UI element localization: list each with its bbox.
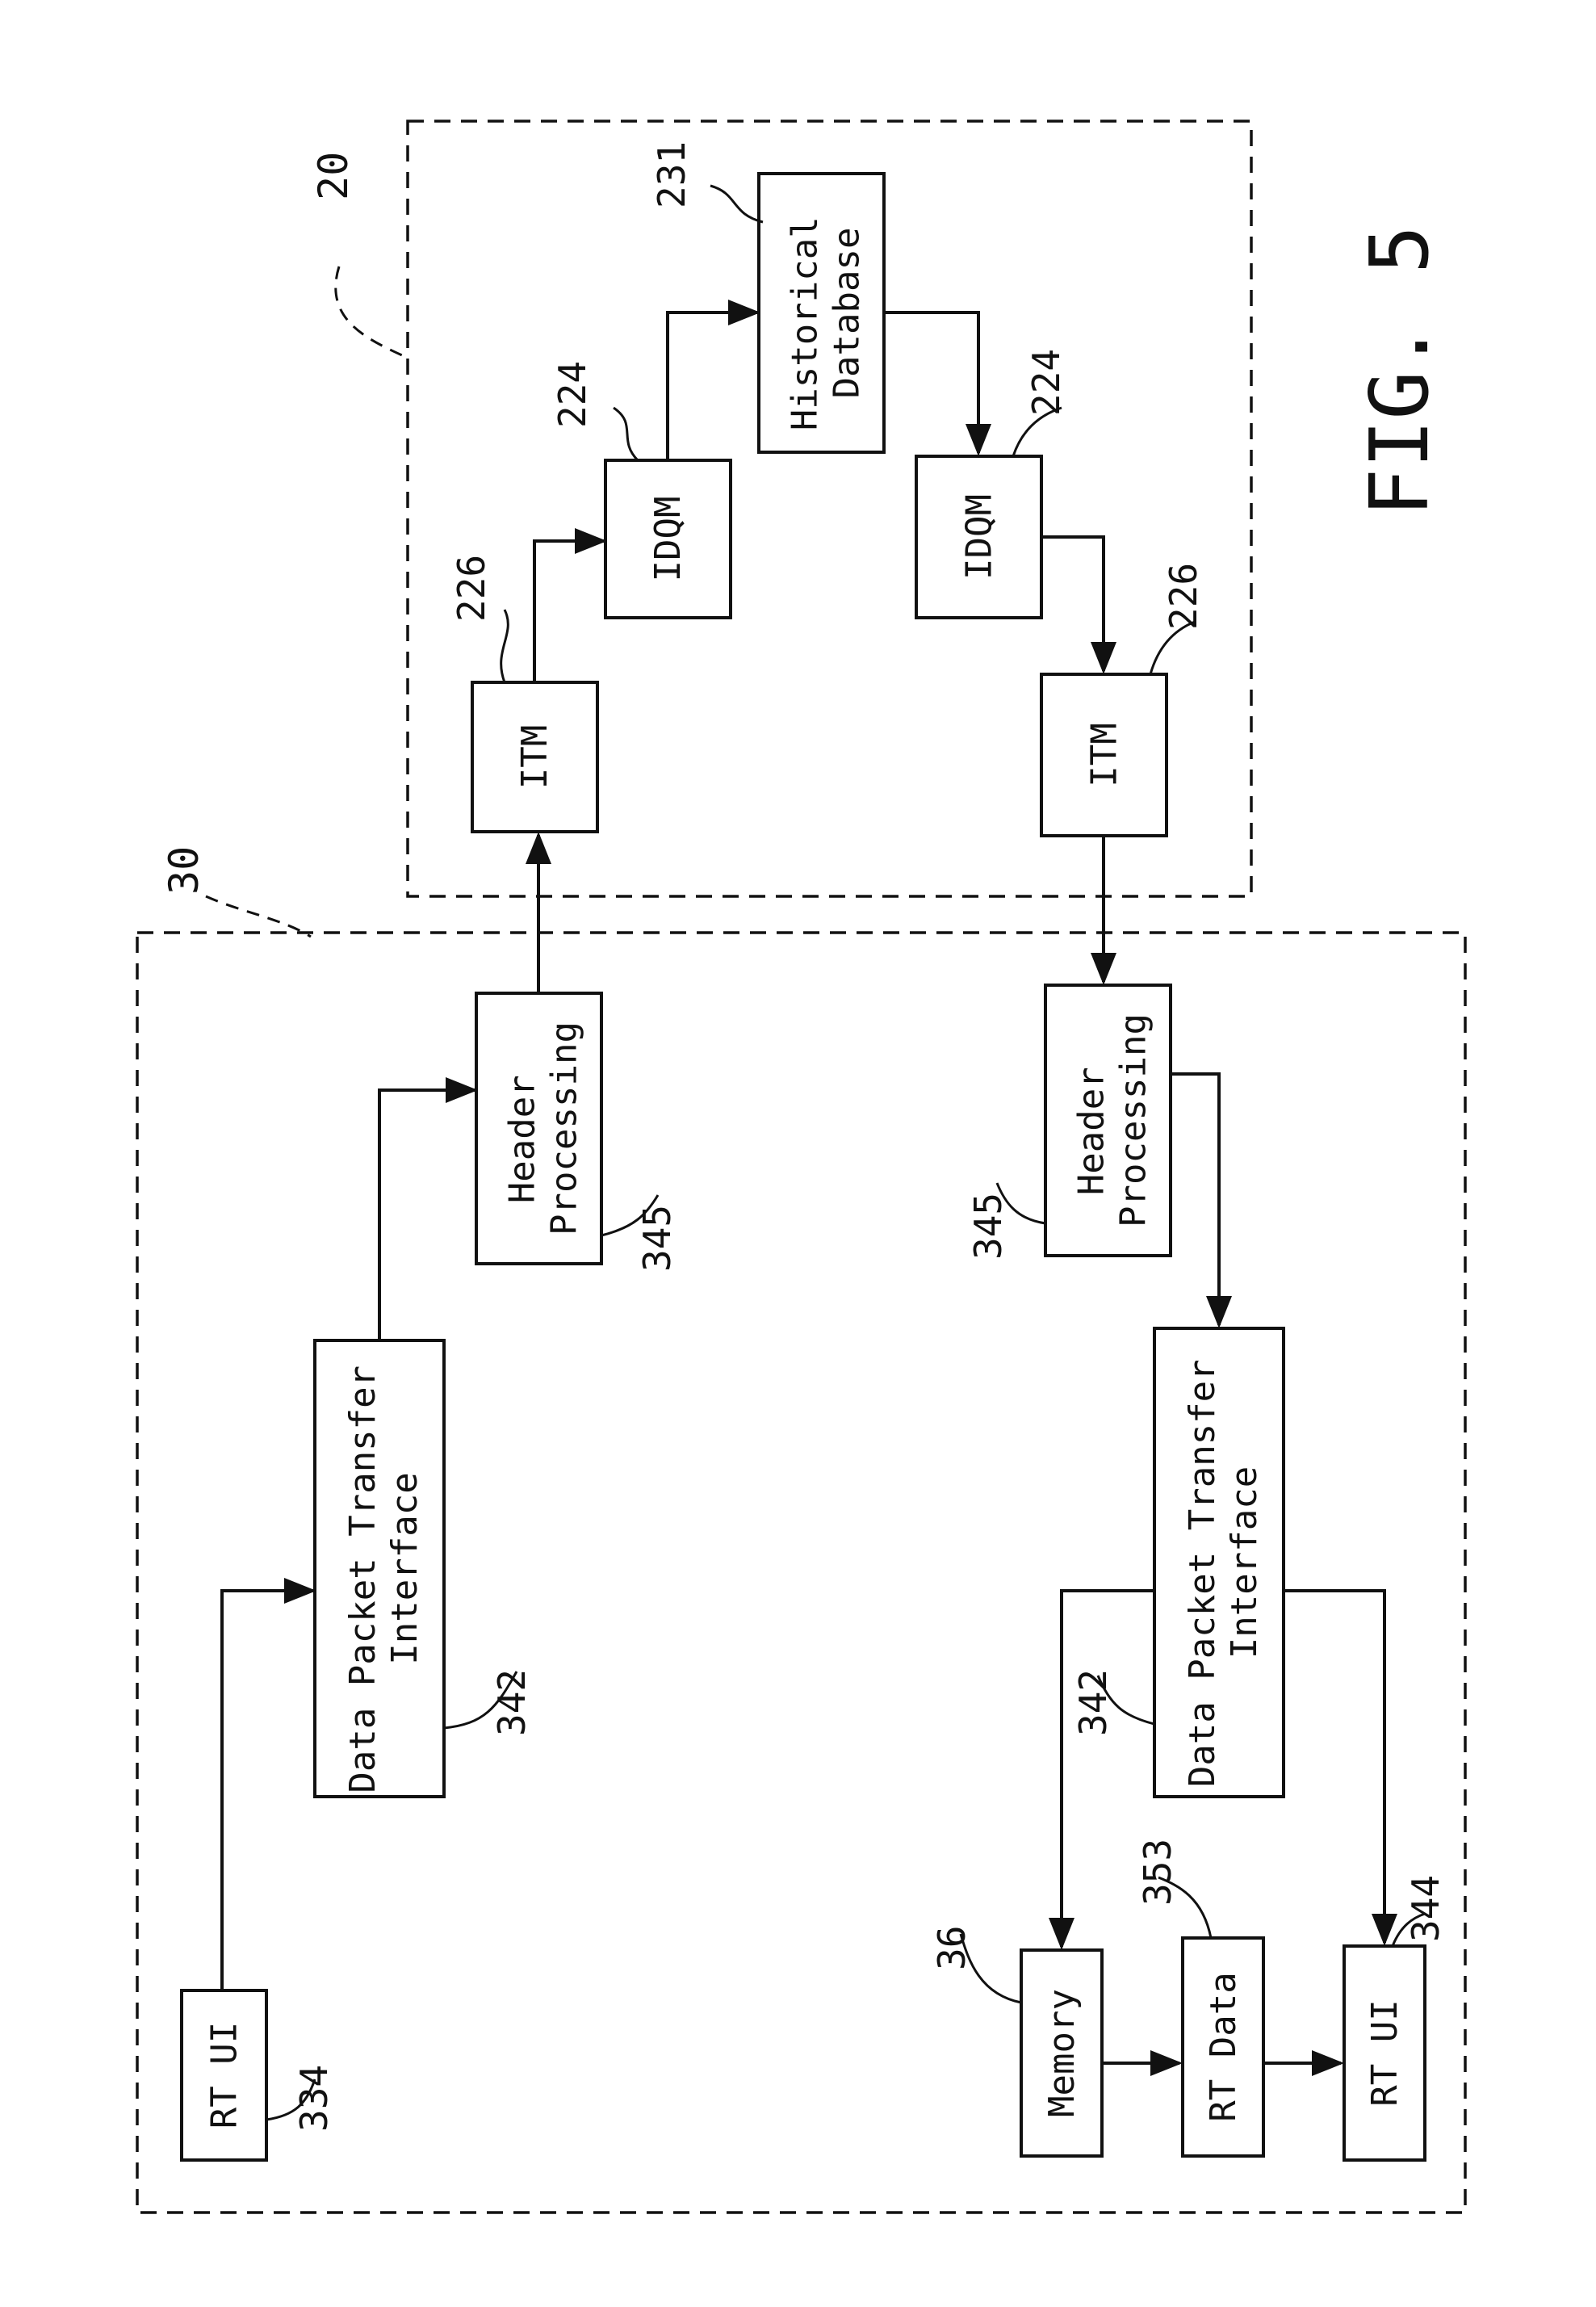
idqm-in-ref-leader <box>614 408 638 460</box>
client-system-ref: 30 <box>161 846 207 895</box>
arrow-dpti-to-header <box>379 1090 475 1340</box>
historical-ref: 231 <box>650 141 693 208</box>
arrow-idqm-to-historical <box>668 312 757 460</box>
svg-text:Header Processing: Header Processing <box>1071 1013 1154 1227</box>
dpti-out-label-1: Data Packet Transfer <box>1182 1359 1223 1787</box>
arrow-historical-to-idqm <box>884 312 978 453</box>
dpti-out-ref: 342 <box>1071 1669 1115 1736</box>
rt-data-ref: 353 <box>1136 1839 1179 1906</box>
svg-text:RT UI: RT UI <box>203 2022 245 2129</box>
arrow-rtui-to-dpti <box>222 1591 313 1990</box>
historical-database-block: Historical Database <box>759 174 884 452</box>
rt-data-label: RT Data <box>1203 1972 1244 2121</box>
header-processing-out-label-1: Header <box>1071 1067 1112 1195</box>
idqm-in-label: IDQM <box>647 497 689 582</box>
idqm-in-ref: 224 <box>551 361 594 428</box>
itm-in-label: ITM <box>514 725 555 789</box>
svg-text:Header Processing: Header Processing <box>502 1021 585 1235</box>
dpti-in-label-2: Interface <box>384 1472 425 1664</box>
svg-text:RT Data: RT Data <box>1203 1972 1244 2121</box>
svg-text:ITM: ITM <box>1083 723 1125 786</box>
itm-out-block: ITM <box>1041 674 1167 836</box>
idqm-out-ref: 224 <box>1024 349 1068 416</box>
memory-label: Memory <box>1041 1989 1083 2117</box>
dpti-in-ref: 342 <box>490 1669 534 1736</box>
client-system-ref-leader <box>206 896 311 937</box>
rt-ui-out-ref: 344 <box>1404 1875 1447 1942</box>
memory-ref: 36 <box>930 1926 974 1970</box>
rt-data-block: RT Data <box>1183 1938 1263 2156</box>
rt-ui-out-label: RT UI <box>1364 1999 1405 2106</box>
svg-text:IDQM: IDQM <box>647 497 689 582</box>
header-processing-out-label-2: Processing <box>1113 1013 1154 1227</box>
data-packet-transfer-interface-in-block: Data Packet Transfer Interface <box>315 1340 444 1797</box>
header-out-ref: 345 <box>966 1193 1010 1260</box>
historical-database-label-1: Historical <box>785 216 826 430</box>
svg-text:Memory: Memory <box>1041 1989 1083 2117</box>
itm-in-block: ITM <box>472 682 597 832</box>
svg-text:ITM: ITM <box>514 725 555 789</box>
storage-system-ref-leader <box>336 266 402 355</box>
rt-ui-in-block: RT UI <box>182 1990 266 2160</box>
historical-ref-leader <box>710 186 763 222</box>
rt-ui-in-label: RT UI <box>203 2022 245 2129</box>
header-processing-in-label-1: Header <box>502 1075 543 1203</box>
arrow-header-to-dpti <box>1171 1074 1219 1325</box>
figure-label: FIG. 5 <box>1352 225 1447 517</box>
rt-ui-out-block: RT UI <box>1344 1946 1425 2160</box>
svg-text:RT UI: RT UI <box>1364 1999 1405 2106</box>
memory-block: Memory <box>1021 1950 1102 2156</box>
header-processing-in-label-2: Processing <box>544 1021 585 1235</box>
historical-database-label-2: Database <box>827 228 868 399</box>
dpti-out-label-2: Interface <box>1224 1466 1265 1659</box>
header-in-ref: 345 <box>635 1205 679 1272</box>
idqm-in-block: IDQM <box>605 460 731 618</box>
arrow-itm-to-idqm <box>534 541 604 682</box>
data-packet-transfer-interface-out-block: Data Packet Transfer Interface <box>1154 1328 1284 1797</box>
rt-ui-in-ref: 334 <box>292 2065 336 2132</box>
header-processing-out-block: Header Processing <box>1045 985 1171 1256</box>
itm-in-ref: 226 <box>450 555 493 622</box>
itm-out-label: ITM <box>1083 723 1125 786</box>
storage-system-ref: 20 <box>310 152 357 200</box>
arrow-dpti-to-rtui <box>1284 1591 1384 1943</box>
itm-out-ref: 226 <box>1162 563 1205 630</box>
arrow-idqm-to-itm <box>1041 537 1104 671</box>
header-processing-in-block: Header Processing <box>476 993 601 1264</box>
svg-text:Historical Database: Historical Database <box>785 195 868 430</box>
dpti-in-label-1: Data Packet Transfer <box>342 1365 383 1793</box>
itm-in-ref-leader <box>501 610 509 682</box>
idqm-out-label: IDQM <box>958 494 999 580</box>
idqm-out-block: IDQM <box>916 456 1041 618</box>
svg-text:IDQM: IDQM <box>958 494 999 580</box>
